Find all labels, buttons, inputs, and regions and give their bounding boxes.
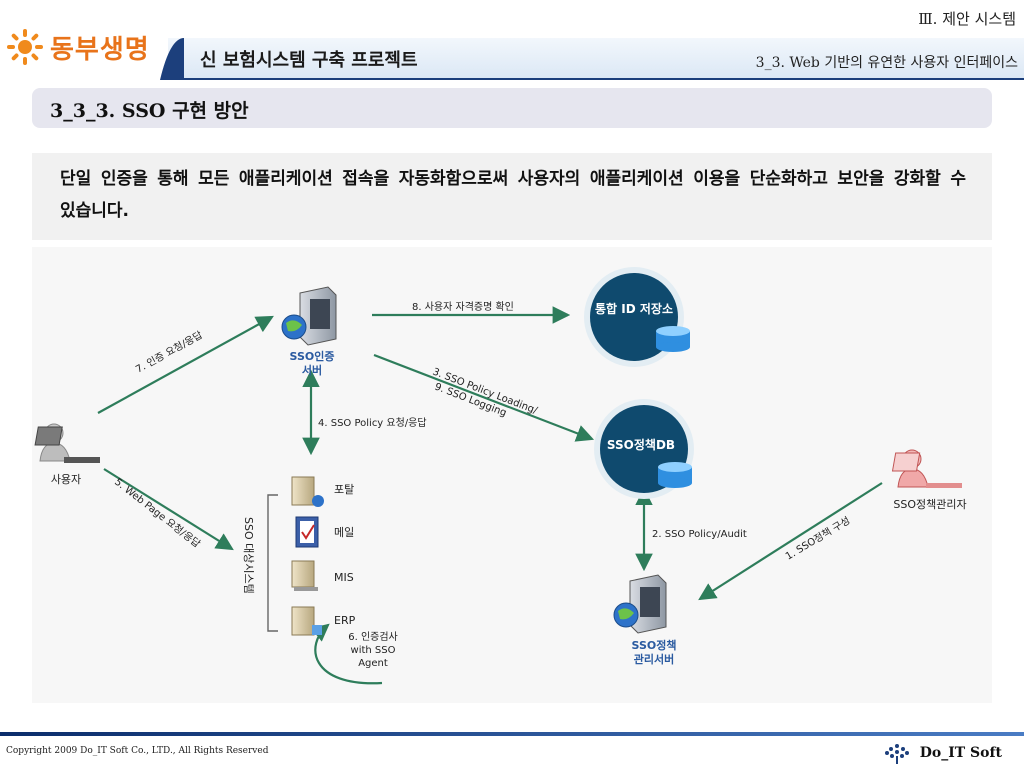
portal-label: 포탈 [334, 483, 354, 496]
portal-system: 포탈 [291, 476, 354, 507]
section-title-bar: 3_3_3. SSO 구현 방안 [32, 88, 992, 128]
edge-7-label: 7. 인증 요청/응답 [134, 329, 205, 376]
edge-7-line [97, 315, 274, 414]
company-logo: 동부생명 [6, 28, 150, 66]
mail-system: 메일 [295, 516, 354, 548]
project-banner: 신 보험시스템 구축 프로젝트 3_3. Web 기반의 유연한 사용자 인터페… [160, 38, 1024, 80]
sun-logo-icon [7, 29, 43, 65]
section-title: 3_3_3. SSO 구현 방안 [50, 100, 249, 122]
mail-document-icon [295, 516, 319, 548]
portal-server-icon [291, 476, 324, 507]
mail-label: 메일 [334, 525, 354, 539]
brand-name: Do_IT Soft [919, 745, 1002, 761]
policy-db-node: SSO정책DB [594, 399, 694, 499]
description-text: 단일 인증을 통해 모든 애플리케이션 접속을 자동화함으로써 사용자의 애플리… [60, 169, 966, 221]
edge-1-line [698, 482, 883, 601]
sso-server-label-line2: 서버 [302, 363, 322, 377]
admin-at-laptop-icon [891, 449, 962, 488]
banner-swoosh [160, 38, 184, 80]
id-store-node: 통합 ID 저장소 [584, 267, 690, 367]
mis-label: MIS [334, 571, 354, 584]
tree-logo-icon [884, 744, 909, 764]
edge-6-label-line3: Agent [358, 658, 388, 669]
group-bracket [267, 494, 278, 632]
copyright-text: Copyright 2009 Do_IT Soft Co., LTD., All… [6, 746, 269, 756]
logo-text: 동부생명 [50, 34, 150, 65]
erp-system: ERP [291, 606, 356, 636]
mis-server-icon [291, 560, 318, 591]
description-box: 단일 인증을 통해 모든 애플리케이션 접속을 자동화함으로써 사용자의 애플리… [32, 153, 992, 240]
edge-8-label: 8. 사용자 자격증명 확인 [412, 300, 514, 313]
id-store-label: 통합 ID 저장소 [595, 301, 673, 316]
server-globe-icon [281, 286, 337, 346]
banner-title: 신 보험시스템 구축 프로젝트 [200, 50, 418, 71]
user-node: 사용자 [34, 423, 100, 486]
footer-brand: Do_IT Soft [884, 742, 1002, 764]
database-cylinder-icon [656, 326, 690, 352]
footer-divider [0, 732, 1024, 736]
edge-2-label: 2. SSO Policy/Audit [652, 529, 747, 540]
target-systems-group: SSO 대상시스템 포탈 메일 [242, 476, 356, 636]
sso-auth-server-node: SSO인증 서버 [281, 286, 337, 377]
policy-server-node: SSO정책 관리서버 [613, 574, 677, 666]
target-group-label: SSO 대상시스템 [242, 517, 255, 594]
edge-5-label: 5. Web Page 요청/응답 [112, 476, 202, 550]
chapter-label: Ⅲ. 제안 시스템 [918, 10, 1016, 28]
policy-db-label: SSO정책DB [607, 437, 675, 452]
sso-architecture-diagram: 7. 인증 요청/응답 8. 사용자 자격증명 확인 3. SSO Policy… [32, 247, 992, 703]
policy-admin-label: SSO정책관리자 [893, 498, 966, 511]
mis-system: MIS [291, 560, 354, 591]
user-label: 사용자 [51, 473, 81, 486]
edge-4-label: 4. SSO Policy 요청/응답 [318, 417, 427, 429]
edge-5-line [103, 468, 234, 551]
policy-server-label-line1: SSO정책 [632, 638, 677, 652]
edge-6-label-line1: 6. 인증검사 [348, 631, 398, 643]
policy-admin-node: SSO정책관리자 [891, 449, 967, 511]
user-at-laptop-icon [34, 423, 100, 463]
server-globe-icon [613, 574, 667, 634]
edge-3-line [373, 353, 595, 442]
erp-server-icon [291, 606, 322, 636]
edge-6-label-line2: with SSO [351, 645, 396, 656]
diagram-canvas: 7. 인증 요청/응답 8. 사용자 자격증명 확인 3. SSO Policy… [34, 267, 967, 685]
sso-server-label-line1: SSO인증 [290, 349, 335, 363]
banner-subtitle: 3_3. Web 기반의 유연한 사용자 인터페이스 [755, 55, 1018, 71]
database-cylinder-icon [658, 462, 692, 488]
erp-label: ERP [334, 614, 356, 627]
policy-server-label-line2: 관리서버 [634, 652, 674, 666]
